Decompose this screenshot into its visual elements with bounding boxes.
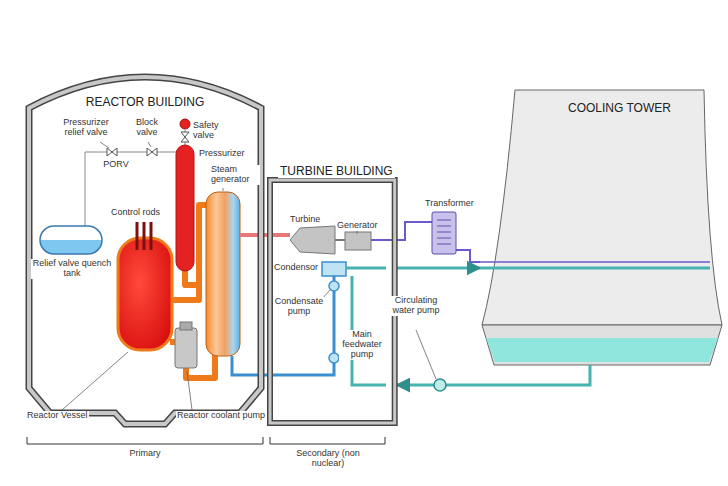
section-brackets xyxy=(27,437,385,444)
transformer xyxy=(437,220,451,221)
reactor-vessel xyxy=(118,238,172,350)
part-label: Turbine xyxy=(289,215,321,225)
transformer xyxy=(437,232,451,233)
reactor-building-outline xyxy=(29,77,261,424)
transformer xyxy=(432,212,456,254)
part-label: Pressurizer xyxy=(198,149,246,159)
part-label: Control rods xyxy=(110,208,161,218)
quench-tank xyxy=(40,226,102,254)
steam-line xyxy=(240,233,290,237)
cooling-tower-outline xyxy=(480,261,710,263)
building-heading: REACTOR BUILDING xyxy=(86,96,204,109)
valve-lines xyxy=(85,130,185,226)
cooling-tower-outline xyxy=(480,267,710,270)
leader-lines xyxy=(187,371,192,410)
quench-tank xyxy=(40,240,102,254)
steam-generator xyxy=(206,192,240,356)
safety-valve-bulb xyxy=(180,119,190,129)
valve-lines xyxy=(85,130,185,226)
primary-loop xyxy=(170,339,175,345)
valve-label: Block valve xyxy=(129,118,165,138)
part-label: Relief valve quench tank xyxy=(31,259,113,279)
turbine-building-outline xyxy=(270,180,395,423)
transformer xyxy=(437,238,451,239)
control-rods xyxy=(136,222,139,250)
water-pipe xyxy=(397,370,590,385)
control-rods xyxy=(137,222,151,250)
section-brackets xyxy=(27,437,263,444)
valves xyxy=(107,148,117,156)
leader-lines xyxy=(223,188,224,191)
valves xyxy=(147,148,157,156)
leader-lines xyxy=(357,231,358,234)
part-label: Condensate pump xyxy=(273,297,325,317)
section-label: Primary xyxy=(129,449,162,459)
cooling-tower-outline xyxy=(482,90,722,325)
transformer xyxy=(437,244,451,245)
part-label: Transformer xyxy=(424,199,475,209)
section-label: Secondary (non nuclear) xyxy=(291,449,365,469)
feedwater-line xyxy=(232,291,334,375)
leader-lines xyxy=(100,142,109,148)
shaft xyxy=(335,239,345,241)
leader-lines xyxy=(416,330,436,379)
circulating-water-inner xyxy=(346,268,386,385)
quench-tank xyxy=(38,226,104,256)
transformer xyxy=(432,212,456,254)
pressurizer xyxy=(176,145,194,271)
part-label: Main feedwater pump xyxy=(339,330,385,360)
circulating-water-pump xyxy=(434,379,446,391)
part-label: Condensor xyxy=(273,263,319,273)
section-brackets xyxy=(270,437,385,444)
part-label: Steam generator xyxy=(210,165,260,185)
cooling-tower: COOLING TOWER xyxy=(480,88,724,370)
control-rods xyxy=(150,222,153,250)
valves xyxy=(181,132,189,142)
condensate-pump xyxy=(329,281,339,291)
coolant-pump xyxy=(175,328,197,368)
cooling-tower-outline xyxy=(589,365,592,370)
valve-label: PORV xyxy=(102,160,129,170)
water-pipe xyxy=(397,267,480,270)
valve-label: Pressurizer relief valve xyxy=(57,118,115,138)
part-label: Circulating water pump xyxy=(389,296,443,316)
reactor-building-outline xyxy=(29,77,261,424)
primary-loop xyxy=(185,270,199,285)
building-heading: COOLING TOWER xyxy=(568,102,671,115)
coolant-pump xyxy=(175,322,197,368)
condenser xyxy=(322,262,346,276)
turbine-building-outline xyxy=(270,180,395,423)
turbine xyxy=(290,226,335,254)
circulating-water-pump xyxy=(434,379,446,391)
leader-lines xyxy=(148,142,151,147)
building-heading: TURBINE BUILDING xyxy=(278,165,395,178)
transformer xyxy=(437,226,451,227)
leader-lines xyxy=(62,352,128,410)
control-rods xyxy=(143,222,146,250)
feedwater-pump xyxy=(329,353,339,363)
part-label: Reactor coolant pump xyxy=(176,411,266,421)
cooling-tower-outline xyxy=(480,88,724,370)
coolant-pump xyxy=(180,322,192,330)
part-label: Generator xyxy=(336,221,379,231)
valve-label: Safety valve xyxy=(192,121,224,141)
power-line xyxy=(371,222,480,262)
cooling-tower-outline xyxy=(486,338,718,362)
generator xyxy=(345,232,371,250)
transformer xyxy=(437,220,451,244)
cooling-tower-outline xyxy=(482,325,722,365)
part-label: Reactor Vessel xyxy=(26,411,89,421)
